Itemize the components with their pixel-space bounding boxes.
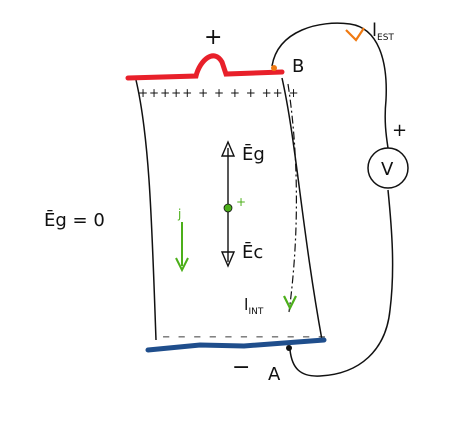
ec-arrow-head (220, 251, 236, 268)
internal-current-arrow (283, 295, 297, 311)
generator-left-side (135, 79, 157, 341)
node-b-dot (271, 65, 277, 71)
eg-field-label: Ēg (242, 143, 265, 165)
bottom-plate (145, 337, 327, 353)
bottom-charges-label: − − − − − − − − − − − (162, 332, 328, 343)
node-a-label: A (268, 364, 281, 385)
top-charges-label: +++++ + + + + ++ + (138, 86, 300, 100)
current-density-arrow-head (175, 257, 189, 273)
voltmeter-circle (367, 147, 409, 189)
current-density-label: j (177, 207, 181, 221)
external-current-arrow (345, 27, 365, 42)
top-plate (125, 53, 285, 81)
eg-arrow-head (220, 140, 236, 157)
node-a-dot (286, 345, 292, 351)
external-circuit-wire (271, 22, 394, 377)
node-b-label: B (292, 56, 304, 77)
test-charge-plus: + (236, 195, 246, 209)
bottom-minus-sign: − (232, 355, 250, 380)
generator-right-side (281, 77, 323, 341)
outside-field-label: Ēg = 0 (44, 209, 105, 231)
test-charge-dot (223, 203, 233, 213)
top-plus-sign: + (204, 25, 222, 50)
internal-current-label: lINT (244, 295, 264, 317)
internal-current-path (287, 83, 297, 313)
voltmeter-label: V (381, 159, 394, 180)
voltmeter-plus: + (392, 120, 407, 141)
ec-field-label: Ēc (242, 241, 263, 263)
external-current-label: lEST (372, 20, 394, 43)
